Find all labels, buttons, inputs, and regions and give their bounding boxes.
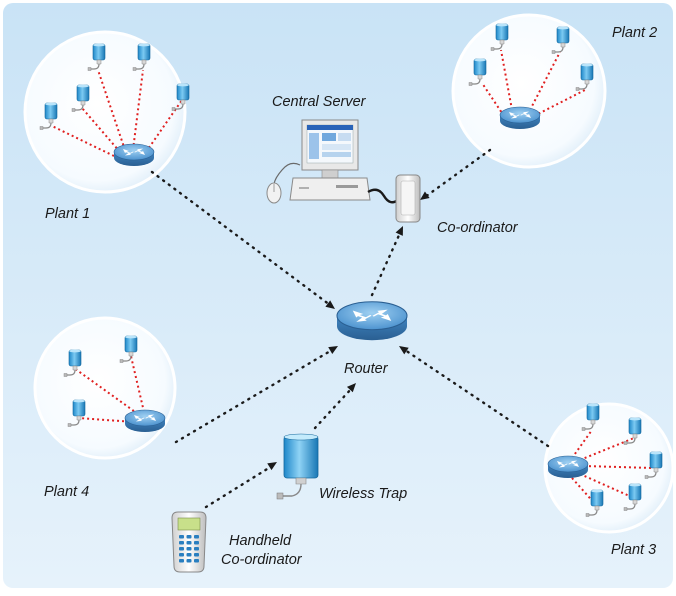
central-server xyxy=(266,119,399,204)
main-router-icon xyxy=(336,300,408,342)
handheld-screen xyxy=(177,517,201,531)
plant-3-zone xyxy=(543,402,675,534)
wireless-trap xyxy=(276,433,319,500)
sensor-links xyxy=(73,351,145,423)
link-handheld-trap xyxy=(204,464,274,509)
handheld-coordinator xyxy=(171,511,207,573)
computer-icon xyxy=(289,177,371,201)
sensor-links xyxy=(481,49,586,117)
arrow-icon xyxy=(325,300,335,309)
router-icon xyxy=(113,143,155,167)
arrowheads xyxy=(267,191,430,471)
router-icon xyxy=(547,455,589,479)
plant-3-cluster xyxy=(547,403,663,518)
arrow-icon xyxy=(395,226,403,236)
mouse-icon xyxy=(266,182,282,204)
plant-1-label: Plant 1 xyxy=(45,206,90,222)
router-label: Router xyxy=(344,361,389,377)
plant-4-zone xyxy=(33,316,177,460)
wireless-trap-label: Wireless Trap xyxy=(319,486,407,502)
arrow-icon xyxy=(328,346,338,355)
arrow-icon xyxy=(346,383,356,393)
plant-2-cluster xyxy=(468,23,594,130)
router-icon xyxy=(499,106,541,130)
plant-2-label: Plant 2 xyxy=(612,25,657,41)
link-trap-router xyxy=(313,386,354,430)
plant-4-label: Plant 4 xyxy=(44,484,89,500)
central-server-label: Central Server xyxy=(272,94,367,110)
plant-3-label: Plant 3 xyxy=(611,542,656,558)
plant-1-cluster xyxy=(39,42,190,167)
link-plant1-router xyxy=(150,170,332,307)
arrow-icon xyxy=(267,462,277,471)
network-links xyxy=(150,148,550,509)
sensor-links xyxy=(51,69,183,157)
router-icon xyxy=(124,409,166,433)
plant-2-zone xyxy=(451,13,607,169)
handheld-label-line2: Co-ordinator xyxy=(221,552,303,568)
handheld-label-line1: Handheld xyxy=(229,533,292,549)
link-router-coordinator xyxy=(370,231,402,297)
coordinator-device xyxy=(395,174,421,223)
arrow-icon xyxy=(420,191,430,200)
link-plant2-coordinator xyxy=(423,148,492,199)
link-plant3-router xyxy=(403,348,550,448)
coordinator-label: Co-ordinator xyxy=(437,220,519,236)
plant-4-cluster xyxy=(63,335,166,433)
link-plant4-router xyxy=(174,348,334,444)
arrow-icon xyxy=(399,346,409,355)
wireless-trap-icon xyxy=(283,435,319,479)
